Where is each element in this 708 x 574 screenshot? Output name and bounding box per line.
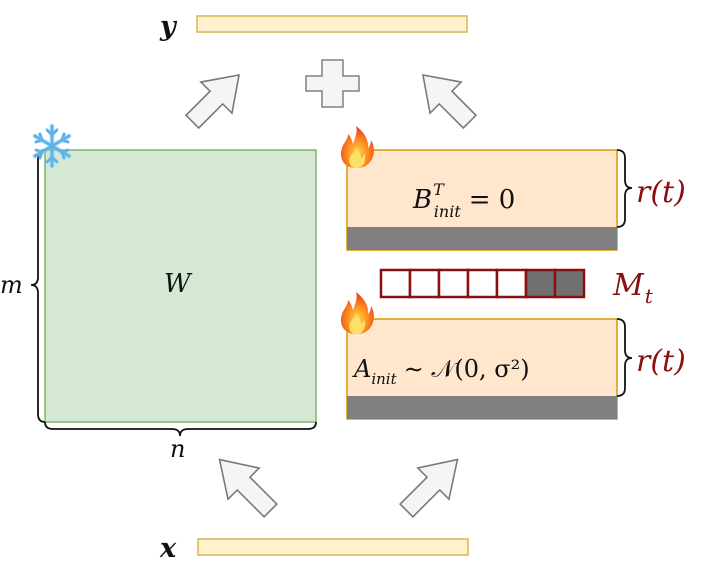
- m-brace: [30, 149, 46, 423]
- r-brace-bottom: [616, 318, 633, 397]
- a-formula: Ainit ∼ 𝒩(0, σ²): [352, 355, 530, 388]
- mask-cell: [553, 268, 586, 299]
- output-vector: [196, 15, 468, 33]
- input-bar-x: x: [159, 533, 469, 564]
- m-label: m: [0, 271, 23, 299]
- frozen-weight-matrix: W m n: [0, 149, 317, 463]
- adapter-b-rank-strip: [347, 227, 617, 250]
- mask-cell: [408, 268, 441, 299]
- a-rhs: ∼ 𝒩(0, σ²): [404, 355, 530, 383]
- b-sub: init: [434, 202, 462, 221]
- mask-label: Mt: [612, 268, 654, 308]
- a-sub: init: [371, 370, 397, 388]
- b-rhs: = 0: [469, 185, 516, 215]
- r-label-top: r(t): [636, 175, 686, 210]
- adapter-a-rank-strip: [347, 396, 617, 419]
- a-main: A: [352, 355, 371, 383]
- arrow-up-right-top-icon: [184, 73, 241, 130]
- mask-cell: [524, 268, 557, 299]
- rank-mask: Mt: [379, 268, 654, 308]
- mask-cell: [379, 268, 412, 299]
- y-label: y: [159, 11, 178, 42]
- weight-block: [44, 149, 317, 423]
- x-label: x: [159, 533, 177, 564]
- input-vector: [197, 538, 469, 556]
- mask-cell: [466, 268, 499, 299]
- arrow-up-left-bottom-icon: [218, 458, 278, 518]
- b-main: B: [412, 185, 432, 215]
- fire-icon: [340, 126, 374, 168]
- mask-cell: [495, 268, 528, 299]
- output-bar-y: y: [159, 11, 468, 42]
- arrow-up-left-top-icon: [421, 73, 478, 130]
- w-label: W: [164, 269, 193, 299]
- r-brace-top: [616, 149, 633, 228]
- arrow-up-right-bottom-icon: [399, 458, 459, 518]
- snowflake-icon: [32, 123, 72, 169]
- plus-icon: [305, 59, 360, 108]
- mask-cells: [379, 268, 586, 299]
- mask-sub: t: [645, 284, 654, 308]
- r-label-bottom: r(t): [636, 344, 686, 379]
- b-sup: T: [433, 180, 445, 199]
- adapter-a-block: Ainit ∼ 𝒩(0, σ²) r(t): [346, 318, 686, 420]
- n-label: n: [170, 435, 185, 463]
- mask-main: M: [612, 268, 645, 303]
- mask-cell: [437, 268, 470, 299]
- fire-icon: [340, 292, 374, 334]
- n-brace: [44, 421, 317, 437]
